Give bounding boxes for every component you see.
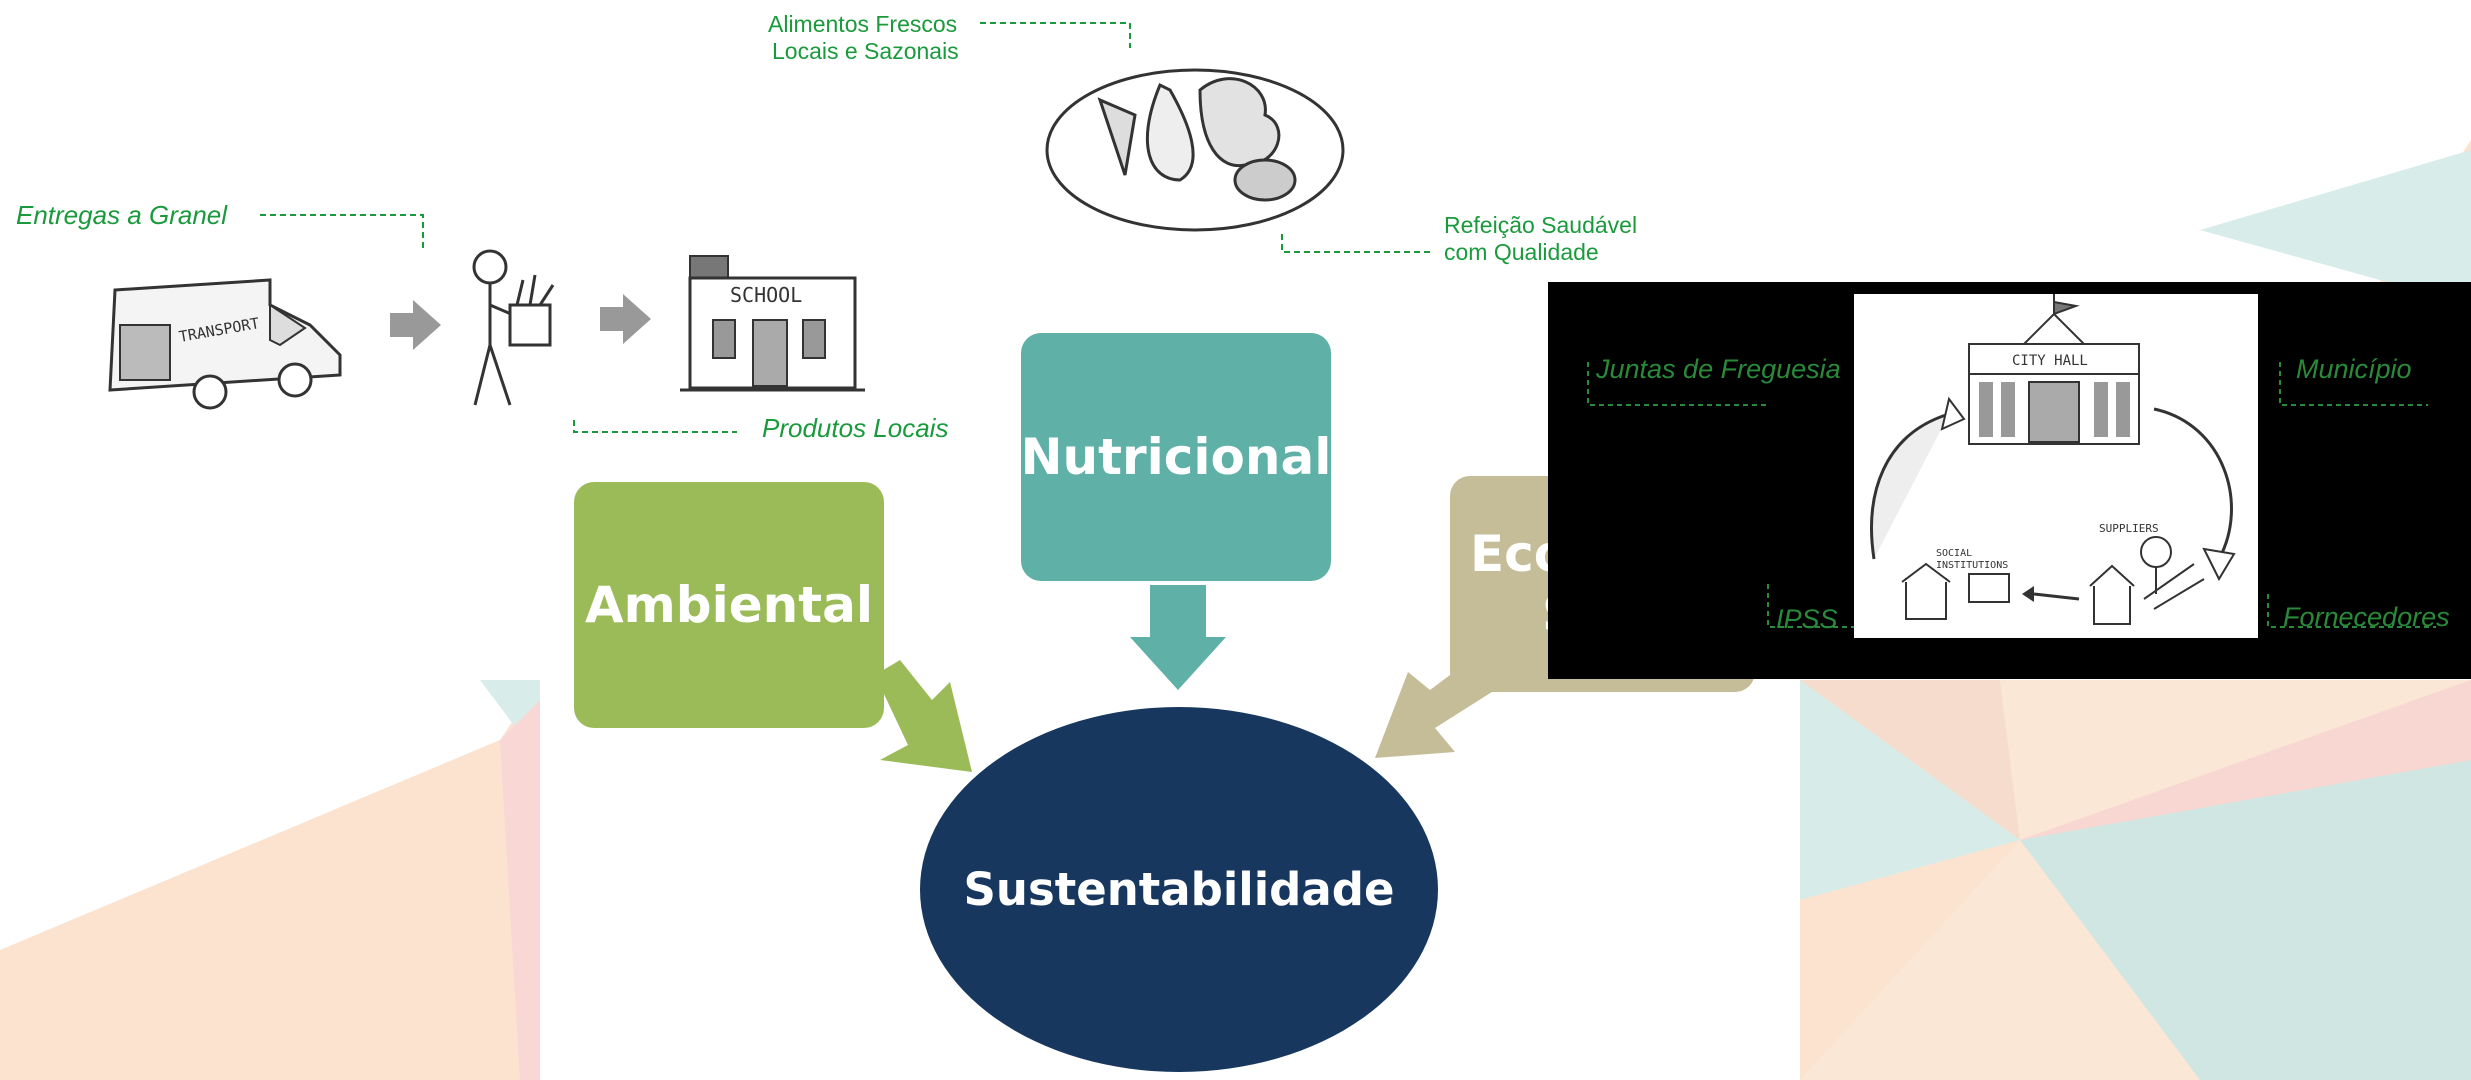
arrow-nutricional	[1130, 585, 1226, 690]
inset-leader-municipio	[2279, 362, 2428, 406]
center-ellipse-label: Sustentabilidade	[963, 863, 1395, 916]
inset-leader-juntas	[1587, 362, 1768, 406]
inset-label-juntas: Juntas de Freguesia	[1596, 354, 1841, 384]
arrow-ambiental	[875, 660, 972, 772]
leader-entregas	[260, 214, 424, 248]
leader-refeicao	[1281, 234, 1430, 253]
inset-label-ipss: IPSS	[1776, 604, 1838, 634]
box-nutricional: Nutricional	[1021, 333, 1331, 581]
arrow-icon-2	[600, 294, 651, 344]
box-ambiental: Ambiental	[574, 482, 884, 728]
inset-leader-ipss	[1767, 584, 1858, 628]
inset-label-municipio: Município	[2296, 354, 2412, 384]
inset-image: Juntas de Freguesia Município IPSS Forne…	[1548, 282, 2471, 679]
leader-produtos	[573, 420, 737, 433]
box-ambiental-label: Ambiental	[584, 576, 873, 634]
inset-leader-fornecedores	[2267, 594, 2436, 628]
label-refeicao-line1: Refeição Saudável	[1444, 212, 1638, 238]
city-hall-sketch-panel: CITY HALL SOCIAL INSTITUTIONS SUPPLIERS	[1854, 294, 2258, 638]
label-alimentos-line2: Locais e Sazonais	[772, 38, 959, 64]
social-label: SOCIAL	[1936, 548, 1972, 559]
institutions-label: INSTITUTIONS	[1936, 560, 2008, 571]
label-produtos: Produtos Locais	[762, 413, 949, 443]
truck-icon: TRANSPORT	[108, 278, 342, 410]
school-label: SCHOOL	[730, 283, 802, 307]
center-ellipse: Sustentabilidade	[920, 707, 1438, 1072]
label-entregas: Entregas a Granel	[16, 200, 228, 230]
person-carrying-produce-icon	[472, 249, 555, 406]
label-refeicao-line2: com Qualidade	[1444, 239, 1599, 265]
city-hall-cycle-icon: CITY HALL SOCIAL INSTITUTIONS SUPPLIERS	[1870, 294, 2236, 625]
label-alimentos-line1: Alimentos Frescos	[768, 11, 958, 37]
school-icon: SCHOOL	[680, 255, 865, 392]
box-nutricional-label: Nutricional	[1020, 428, 1332, 486]
food-plate-icon	[1045, 68, 1345, 232]
leader-alimentos	[980, 22, 1131, 48]
suppliers-label: SUPPLIERS	[2099, 522, 2159, 535]
arrow-icon-1	[390, 300, 441, 350]
city-hall-label: CITY HALL	[2012, 353, 2088, 369]
